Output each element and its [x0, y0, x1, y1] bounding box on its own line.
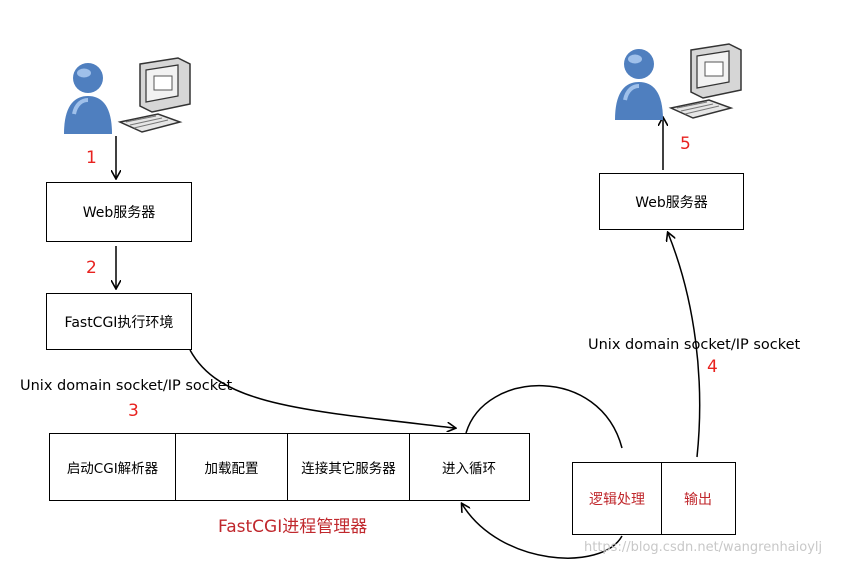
fastcgi-env-label: FastCGI执行环境: [64, 314, 174, 331]
web-server-label: Web服务器: [635, 194, 708, 211]
worker-cell-output: 输出: [661, 463, 734, 534]
step-number-1: 1: [86, 148, 97, 168]
process-manager-row: 启动CGI解析器 加载配置 连接其它服务器 进入循环: [49, 433, 530, 501]
socket-label-left: Unix domain socket/IP socket: [20, 378, 233, 394]
worker-cell-logic: 逻辑处理: [589, 491, 645, 508]
loop-curve-bottom: [462, 504, 623, 559]
manager-cell-enter-loop: 进入循环: [409, 434, 528, 500]
step-number-5: 5: [680, 134, 691, 154]
web-server-box-left: Web服务器: [46, 182, 192, 242]
worker-box: 逻辑处理 输出: [572, 462, 736, 535]
watermark-text: https://blog.csdn.net/wangrenhaioylj: [584, 540, 823, 555]
manager-cell-start-cgi: 启动CGI解析器: [66, 461, 159, 477]
socket-label-right: Unix domain socket/IP socket: [588, 337, 801, 353]
step-number-2: 2: [86, 258, 97, 278]
arrow-4: [668, 233, 701, 458]
loop-curve-top: [465, 384, 623, 449]
web-server-label: Web服务器: [82, 205, 156, 221]
step-number-3: 3: [128, 401, 139, 421]
manager-cell-connect-servers: 连接其它服务器: [287, 434, 409, 500]
process-manager-caption: FastCGI进程管理器: [218, 517, 368, 537]
manager-cell-load-config: 加载配置: [175, 434, 287, 500]
arrow-3: [189, 349, 455, 428]
user-computer-icon: [615, 43, 742, 120]
step-number-4: 4: [707, 357, 718, 377]
user-computer-icon: [64, 57, 191, 134]
fastcgi-env-box: FastCGI执行环境: [46, 293, 192, 350]
web-server-box-right: Web服务器: [599, 173, 744, 230]
